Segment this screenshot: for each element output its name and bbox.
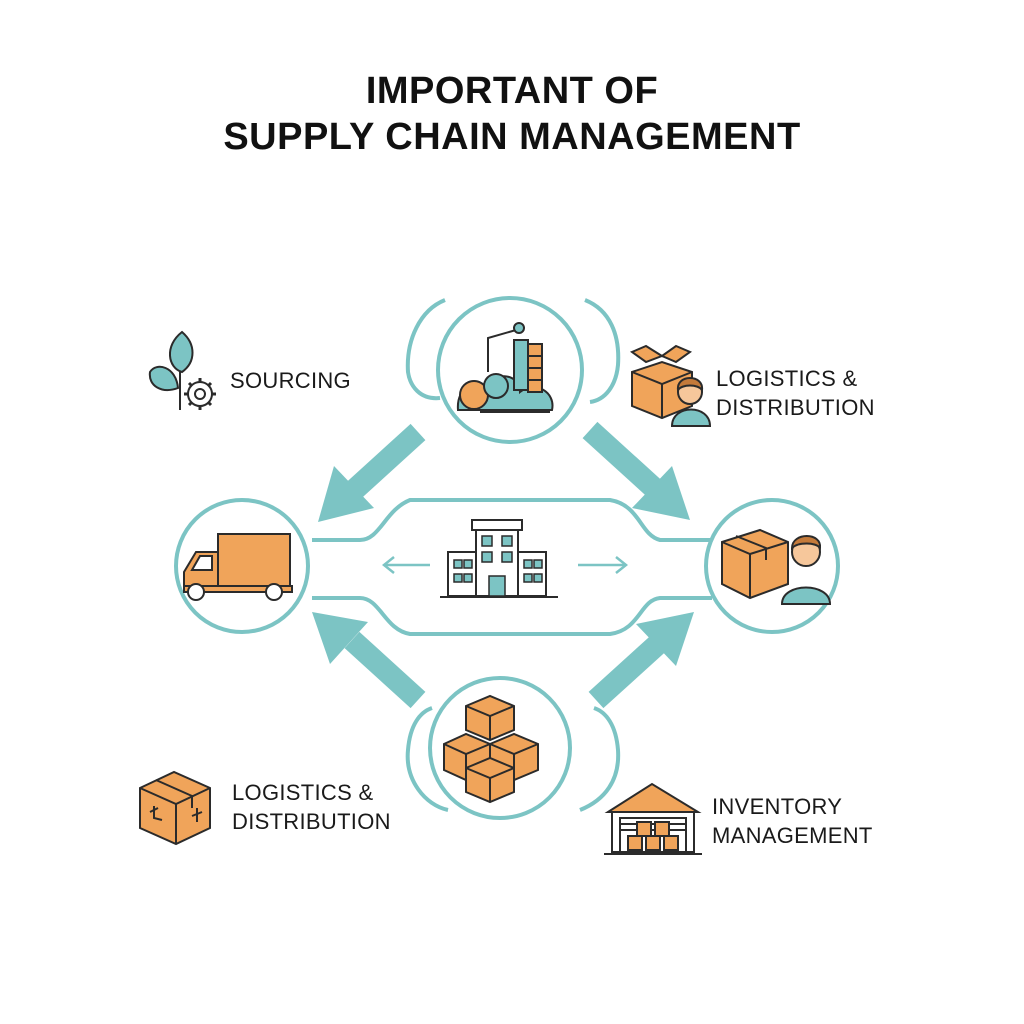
label-logistics-top-line1: LOGISTICS & <box>716 366 858 391</box>
warehouse-icon <box>604 782 702 855</box>
arrow-top-to-left <box>318 423 426 522</box>
title-line-2: SUPPLY CHAIN MANAGEMENT <box>223 116 801 158</box>
arrow-bottom-to-left <box>312 612 426 709</box>
factory-icon <box>456 322 554 413</box>
label-sourcing: SOURCING <box>230 366 351 395</box>
label-sourcing-text: SOURCING <box>230 368 351 393</box>
stacked-boxes-icon <box>443 694 539 804</box>
label-logistics-bottom-line1: LOGISTICS & <box>232 780 374 805</box>
arrow-center-right <box>578 556 629 574</box>
connector-center-bottom <box>312 596 712 636</box>
box-person-icon <box>629 344 712 427</box>
title-line-1: IMPORTANT OF <box>365 70 659 112</box>
connector-bottom-left <box>405 706 449 812</box>
connector-bottom-right <box>579 706 621 812</box>
connector-center-top <box>312 498 712 542</box>
flow-arrows <box>312 421 694 709</box>
building-icon <box>440 519 558 598</box>
crate-icon <box>139 770 211 846</box>
delivery-person-icon <box>721 528 832 605</box>
label-logistics-bottom: LOGISTICS & DISTRIBUTION <box>232 778 391 836</box>
arrow-center-left <box>381 556 430 574</box>
connector-top-left <box>405 298 446 401</box>
leaf-gear-icon <box>148 330 216 410</box>
label-logistics-bottom-line2: DISTRIBUTION <box>232 809 391 834</box>
label-inventory-line1: INVENTORY <box>712 794 843 819</box>
node-top-circle <box>436 296 584 444</box>
label-inventory-line2: MANAGEMENT <box>712 823 873 848</box>
label-logistics-top: LOGISTICS & DISTRIBUTION <box>716 364 875 422</box>
arrow-bottom-to-right <box>588 612 694 709</box>
label-inventory: INVENTORY MANAGEMENT <box>712 792 873 850</box>
connector-paths <box>312 298 712 812</box>
connector-top-right <box>584 298 621 404</box>
arrow-top-to-right <box>582 421 690 520</box>
truck-icon <box>183 533 293 601</box>
label-logistics-top-line2: DISTRIBUTION <box>716 395 875 420</box>
